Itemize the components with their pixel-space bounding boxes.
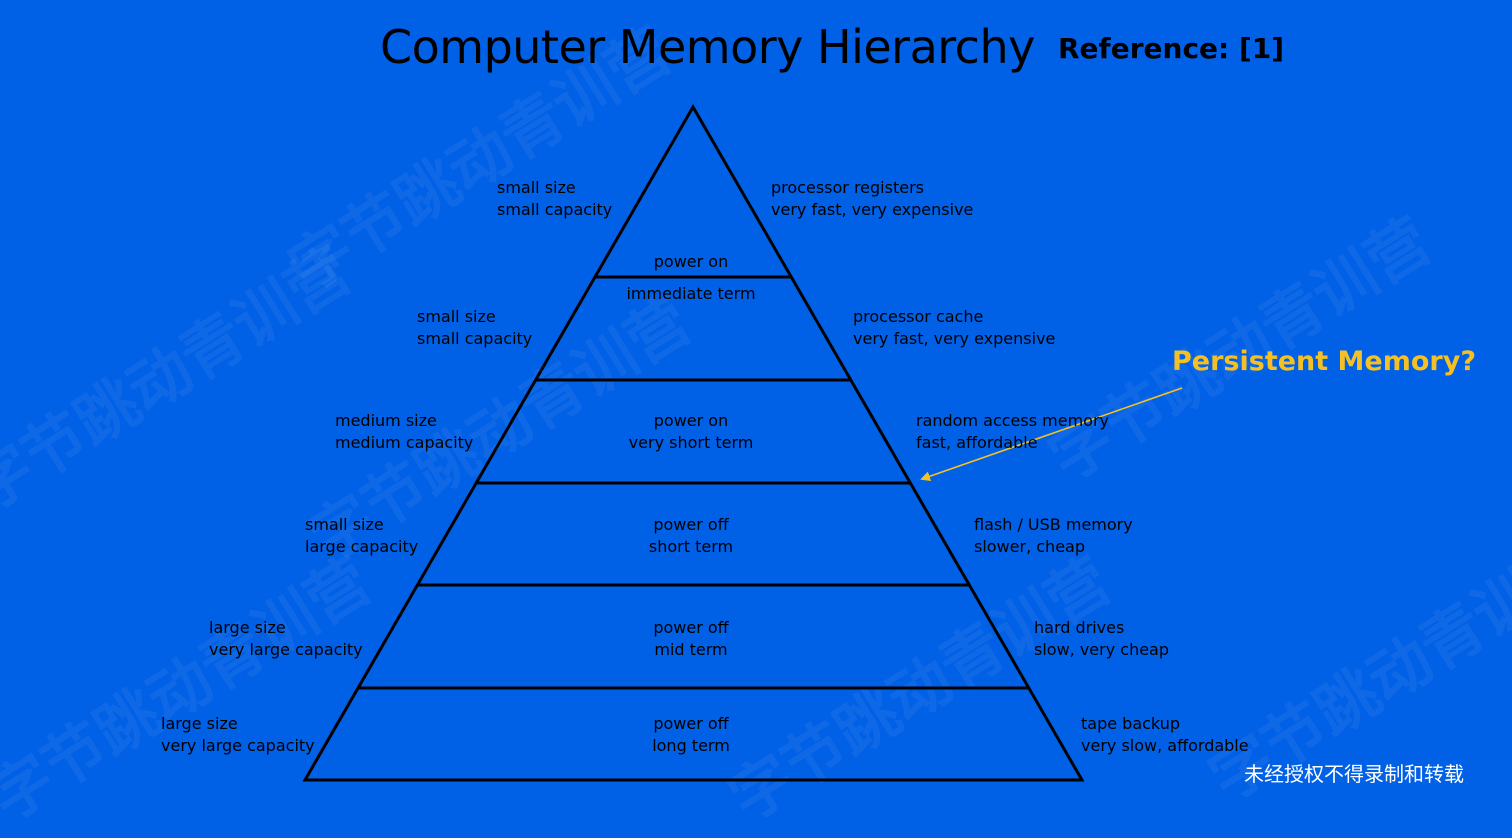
tier-1-power-label: power on: [653, 252, 729, 271]
pyramid-outline: [302, 103, 1085, 782]
reference-label: Reference: [1]: [1058, 32, 1285, 65]
copyright-notice: 未经授权不得录制和转载: [1244, 762, 1464, 786]
annotation-arrow: [920, 387, 1183, 482]
pyramid-diagram: [302, 103, 1183, 782]
tier-2-term-label: immediate term: [626, 284, 756, 303]
page-title: Computer Memory Hierarchy: [380, 20, 1035, 74]
persistent-memory-annotation: Persistent Memory?: [1172, 346, 1477, 377]
